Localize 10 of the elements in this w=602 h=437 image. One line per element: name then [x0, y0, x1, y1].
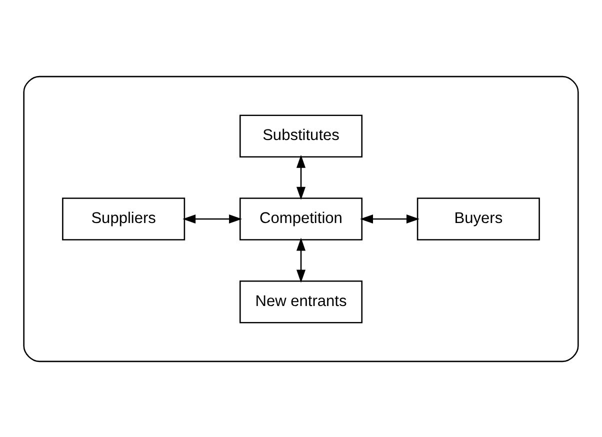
node-box: New entrants [239, 280, 363, 323]
arrow [296, 154, 306, 200]
arrow [360, 214, 420, 224]
node-box: Substitutes [239, 114, 363, 157]
node-box: Buyers [416, 197, 540, 240]
arrow [296, 237, 306, 282]
cluster [23, 75, 579, 362]
arrow [182, 214, 242, 224]
node-box: Suppliers [62, 197, 186, 240]
node-box: Competition [239, 197, 363, 240]
